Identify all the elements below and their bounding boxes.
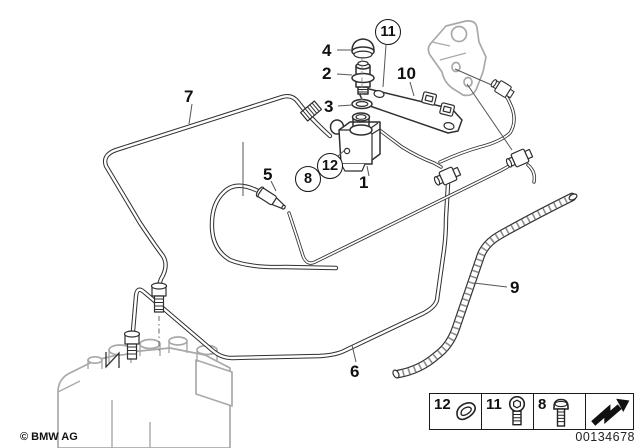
master-cylinder: [299, 100, 381, 172]
legend-nav-cell[interactable]: [586, 394, 633, 429]
legend-item-8[interactable]: 8: [534, 394, 586, 429]
leader-lines: [188, 44, 513, 363]
socket-head-screw-icon: [508, 396, 525, 426]
legend-item-11[interactable]: 11: [482, 394, 534, 429]
clutch-bleed-hose: [392, 192, 578, 379]
callout-6[interactable]: 6: [350, 362, 360, 381]
cylinder-outlet-pipe: [372, 124, 443, 169]
pipe-fittings: [123, 79, 534, 360]
callout-5[interactable]: 5: [263, 165, 273, 184]
callout-1[interactable]: 1: [359, 173, 369, 192]
holding-plate: [359, 87, 463, 134]
abs-hydraulic-unit: [57, 336, 233, 448]
fastener-legend: 12 11 8: [429, 393, 634, 430]
break-mark: [105, 351, 120, 369]
callout-3[interactable]: 3: [324, 97, 334, 116]
callout-7[interactable]: 7: [184, 87, 194, 106]
callout-11-circled[interactable]: 11: [375, 19, 401, 45]
reservoir-cap: [351, 38, 375, 59]
callout-2[interactable]: 2: [322, 64, 332, 83]
upper-mounting-bracket: [427, 20, 487, 97]
callout-4[interactable]: 4: [322, 41, 332, 60]
hex-bolt-icon: [553, 398, 570, 427]
callout-10[interactable]: 10: [397, 64, 416, 83]
next-diagram-arrow-icon: [590, 398, 629, 426]
brake-pipe-7: [105, 96, 330, 285]
callout-9[interactable]: 9: [510, 278, 520, 297]
callout-12-circled[interactable]: 12: [317, 153, 343, 179]
seal-ring: [351, 98, 373, 110]
legend-number-11: 11: [486, 396, 502, 413]
copyright-watermark: © BMW AG: [20, 431, 78, 443]
legend-number-8: 8: [538, 396, 547, 413]
brake-pipe-6: [133, 184, 448, 358]
retainer-clip-icon: [455, 402, 476, 421]
legend-item-12[interactable]: 12: [430, 394, 482, 429]
pipe-clip: [439, 102, 456, 117]
pipe-union-7: [299, 100, 323, 122]
reservoir-adapter: [351, 60, 375, 95]
callout-8-circled[interactable]: 8: [295, 166, 321, 192]
legend-number-12: 12: [434, 396, 451, 413]
pipe-clip: [421, 91, 438, 106]
document-number: 00134678: [575, 430, 635, 444]
